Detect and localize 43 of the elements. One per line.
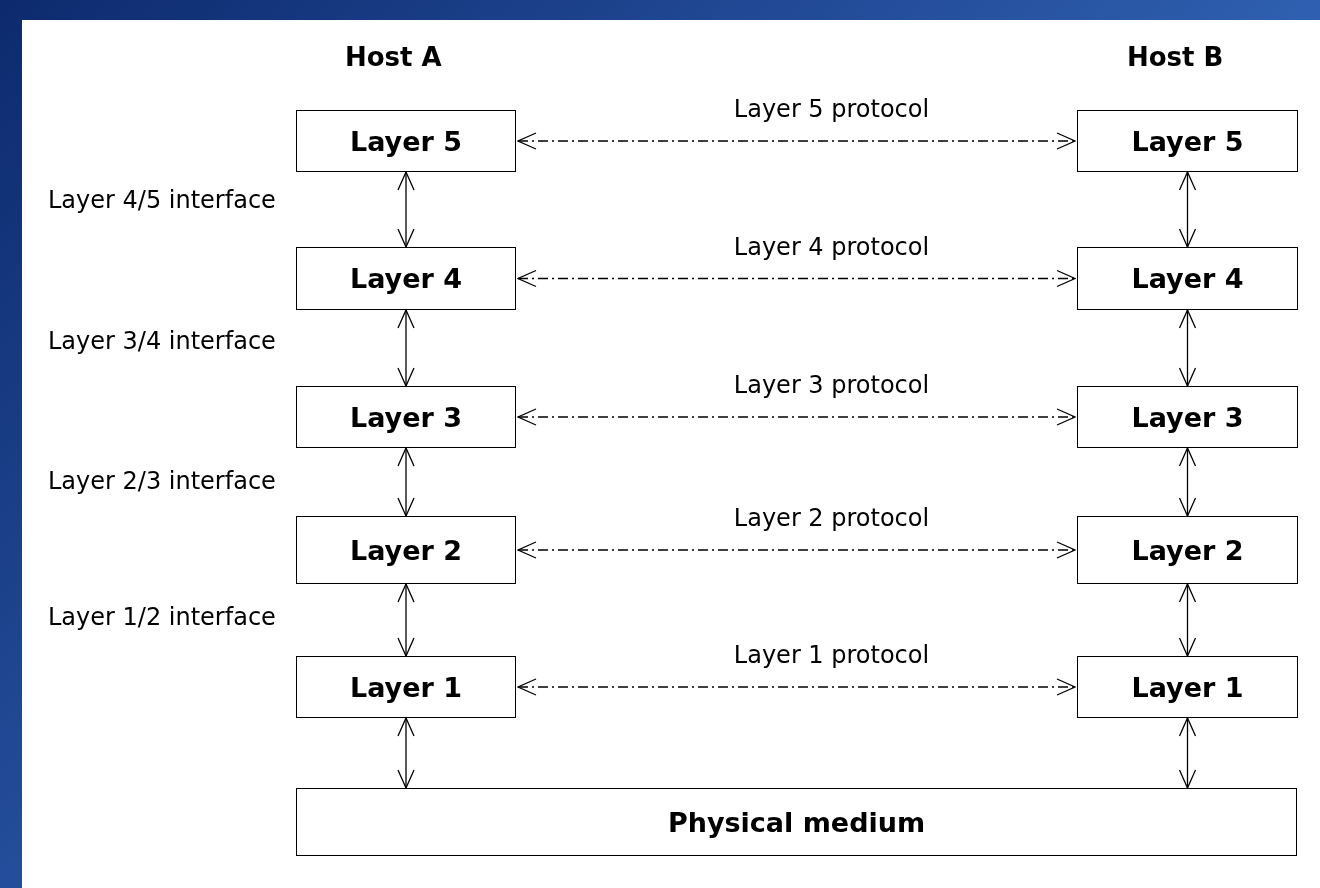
arrow	[397, 309, 415, 387]
arrow	[517, 408, 1076, 426]
arrow	[1178, 309, 1197, 387]
layer-box	[296, 516, 516, 584]
interface-label: Layer 2/3 interface	[48, 467, 276, 495]
layer-box	[1077, 247, 1298, 310]
layer-box	[1077, 110, 1298, 172]
layer-box	[296, 788, 1297, 856]
layer-box	[296, 247, 516, 310]
interface-label: Layer 4/5 interface	[48, 186, 276, 214]
arrow	[397, 583, 415, 657]
layer-name: Layer 5	[1131, 125, 1244, 157]
layer-box	[296, 656, 516, 718]
arrow	[1178, 583, 1197, 657]
layer-name: Layer 3	[1131, 401, 1244, 433]
layer-box	[296, 386, 516, 448]
arrow	[517, 132, 1076, 150]
host-heading: Host B	[1127, 42, 1224, 72]
arrow	[1178, 717, 1197, 789]
layer-name: Layer 5	[350, 125, 462, 157]
layer-name: Layer 1	[1131, 671, 1244, 703]
arrow	[1178, 171, 1197, 248]
layer-name: Layer 3	[350, 401, 462, 433]
layer-box	[296, 110, 516, 172]
layer-name: Layer 4	[1131, 263, 1244, 294]
layer-box	[1077, 386, 1298, 448]
layer-box	[1077, 656, 1298, 718]
arrow	[397, 171, 415, 248]
arrow	[517, 541, 1076, 559]
layer-name: Layer 2	[350, 534, 462, 566]
layer-name: Physical medium	[667, 806, 926, 838]
host-heading: Host A	[345, 42, 442, 72]
arrow	[1178, 447, 1197, 517]
arrow	[397, 717, 415, 789]
arrow	[397, 447, 415, 517]
layer-box	[1077, 516, 1298, 584]
layer-name: Layer 1	[350, 671, 462, 703]
layer-name: Layer 2	[1131, 534, 1244, 566]
interface-label: Layer 1/2 interface	[48, 603, 276, 631]
arrow	[517, 269, 1076, 288]
interface-label: Layer 3/4 interface	[48, 327, 276, 355]
arrow	[517, 678, 1076, 696]
layer-name: Layer 4	[350, 263, 462, 294]
